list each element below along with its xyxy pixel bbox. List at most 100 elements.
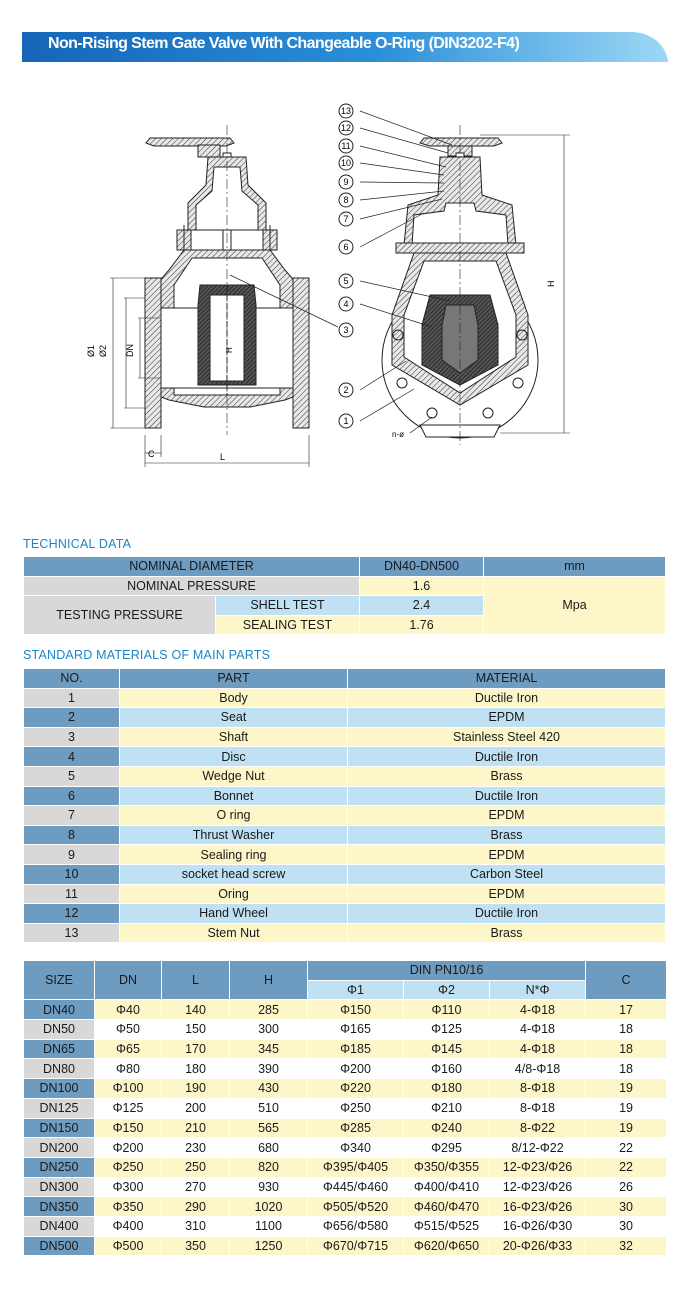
cell-h: 820 bbox=[229, 1156, 308, 1178]
svg-text:2: 2 bbox=[343, 385, 348, 395]
cell-l: 190 bbox=[161, 1078, 230, 1099]
technical-data-heading: TECHNICAL DATA bbox=[23, 537, 132, 551]
cell-size: DN100 bbox=[23, 1078, 95, 1099]
cell-nphi: 8-Φ18 bbox=[488, 1078, 587, 1099]
cell-no: 1 bbox=[23, 687, 120, 709]
cell-part: Hand Wheel bbox=[119, 903, 348, 924]
cell-l: 180 bbox=[161, 1058, 230, 1080]
cell-no: 3 bbox=[23, 726, 120, 748]
label-h: H bbox=[546, 281, 556, 288]
cell-h: 510 bbox=[229, 1097, 308, 1119]
nominal-pressure-label: NOMINAL PRESSURE bbox=[23, 575, 360, 596]
cell-h: 285 bbox=[229, 999, 308, 1021]
cell-part: Thrust Washer bbox=[119, 824, 348, 846]
callout-7: 7 bbox=[338, 211, 354, 227]
label-l: L bbox=[220, 452, 225, 462]
cell-size: DN300 bbox=[23, 1176, 95, 1198]
cell-part: Stem Nut bbox=[119, 922, 348, 944]
cell-dn: Φ125 bbox=[94, 1097, 162, 1119]
svg-text:5: 5 bbox=[343, 276, 348, 286]
cell-nphi: 20-Φ26/Φ33 bbox=[488, 1235, 587, 1257]
col-header-nphi: N*Φ bbox=[488, 979, 587, 1001]
materials-heading: STANDARD MATERIALS OF MAIN PARTS bbox=[23, 648, 271, 662]
cell-dn: Φ40 bbox=[94, 999, 162, 1021]
nominal-diameter-value: DN40-DN500 bbox=[359, 556, 484, 577]
cell-dn: Φ65 bbox=[94, 1038, 162, 1060]
cell-phi1: Φ505/Φ520 bbox=[307, 1196, 404, 1217]
cell-c: 30 bbox=[585, 1196, 668, 1217]
cell-h: 1250 bbox=[229, 1235, 308, 1257]
shell-test-label: SHELL TEST bbox=[215, 595, 360, 616]
cell-phi2: Φ400/Φ410 bbox=[403, 1176, 490, 1198]
cell-phi1: Φ200 bbox=[307, 1058, 404, 1080]
cell-phi1: Φ670/Φ715 bbox=[307, 1235, 404, 1257]
cell-c: 22 bbox=[585, 1137, 668, 1158]
cell-dn: Φ500 bbox=[94, 1235, 162, 1257]
callout-9: 9 bbox=[338, 174, 354, 190]
col-header-dn: DN bbox=[94, 959, 162, 1001]
cell-phi1: Φ656/Φ580 bbox=[307, 1215, 404, 1237]
cell-h: 390 bbox=[229, 1058, 308, 1080]
cell-phi2: Φ125 bbox=[403, 1019, 490, 1040]
cell-c: 19 bbox=[585, 1078, 668, 1099]
cell-phi2: Φ295 bbox=[403, 1137, 490, 1158]
cell-l: 290 bbox=[161, 1196, 230, 1217]
label-n-phi: n-ø bbox=[392, 430, 404, 439]
cell-phi2: Φ210 bbox=[403, 1097, 490, 1119]
cell-part: socket head screw bbox=[119, 863, 348, 885]
cell-l: 310 bbox=[161, 1215, 230, 1237]
cell-material: Ductile Iron bbox=[347, 903, 666, 924]
cell-c: 32 bbox=[585, 1235, 668, 1257]
cell-h: 300 bbox=[229, 1019, 308, 1040]
nominal-diameter-unit: mm bbox=[483, 556, 666, 577]
cell-c: 19 bbox=[585, 1097, 668, 1119]
pressure-unit: Mpa bbox=[483, 575, 666, 635]
callout-13: 13 bbox=[338, 103, 354, 119]
cell-h: 930 bbox=[229, 1176, 308, 1198]
cell-nphi: 4-Φ18 bbox=[488, 1019, 587, 1040]
cell-dn: Φ250 bbox=[94, 1156, 162, 1178]
col-header-din: DIN PN10/16 bbox=[306, 960, 587, 981]
cell-phi1: Φ220 bbox=[307, 1078, 404, 1099]
cell-h: 565 bbox=[229, 1117, 308, 1139]
cell-part: Disc bbox=[119, 746, 348, 767]
nominal-pressure-value: 1.6 bbox=[359, 575, 484, 596]
callout-10: 10 bbox=[338, 155, 354, 171]
cell-c: 22 bbox=[585, 1156, 668, 1178]
cell-material: Stainless Steel 420 bbox=[347, 726, 666, 748]
cell-size: DN50 bbox=[23, 1019, 95, 1040]
cell-nphi: 8-Φ18 bbox=[488, 1097, 587, 1119]
svg-text:1: 1 bbox=[343, 416, 348, 426]
cell-size: DN250 bbox=[23, 1156, 95, 1178]
cell-l: 270 bbox=[161, 1176, 230, 1198]
cell-phi1: Φ340 bbox=[307, 1137, 404, 1158]
cell-nphi: 4-Φ18 bbox=[488, 999, 587, 1021]
cell-size: DN40 bbox=[23, 999, 95, 1021]
col-header-part: PART bbox=[119, 668, 348, 689]
cell-phi2: Φ160 bbox=[403, 1058, 490, 1080]
cell-nphi: 16-Φ23/Φ26 bbox=[488, 1196, 587, 1217]
cell-size: DN150 bbox=[23, 1117, 95, 1139]
cell-l: 210 bbox=[161, 1117, 230, 1139]
cell-size: DN400 bbox=[23, 1215, 95, 1237]
cell-h: 1100 bbox=[229, 1215, 308, 1237]
cell-c: 17 bbox=[585, 999, 668, 1021]
cell-c: 19 bbox=[585, 1117, 668, 1139]
cell-material: EPDM bbox=[347, 707, 666, 728]
cell-size: DN200 bbox=[23, 1137, 95, 1158]
cell-part: Body bbox=[119, 687, 348, 709]
callouts: 13 12 11 10 9 8 7 6 5 4 3 2 1 bbox=[338, 103, 354, 429]
cell-l: 150 bbox=[161, 1019, 230, 1040]
dimensions-table: SIZE DN L H DIN PN10/16 C Φ1 Φ2 N*Φ DN40… bbox=[23, 959, 668, 1257]
cell-c: 26 bbox=[585, 1176, 668, 1198]
svg-text:12: 12 bbox=[341, 123, 351, 133]
